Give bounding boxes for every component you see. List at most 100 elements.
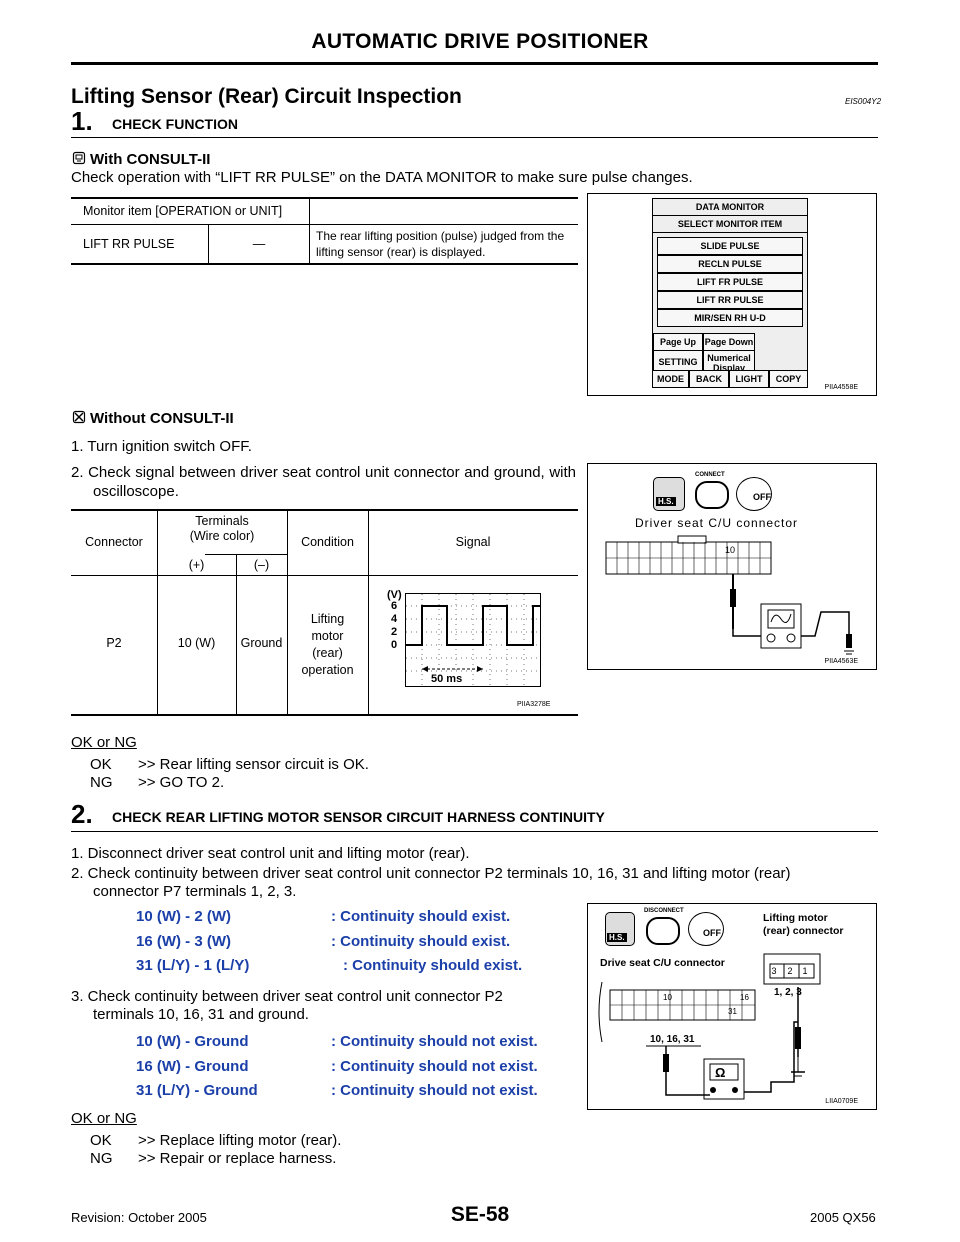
continuity2-pair: 10 (W) - Ground — [136, 1033, 249, 1050]
condition-line: motor — [311, 629, 344, 643]
cu-label: Drive seat C/U connector — [600, 957, 725, 969]
step1-substep-1: 1. Turn ignition switch OFF. — [71, 438, 252, 455]
cu-terms: 10, 16, 31 — [650, 1034, 695, 1045]
step1-rule — [71, 137, 878, 138]
hs-label: H.S. — [607, 933, 627, 942]
waveform-time: 50 ms — [429, 673, 465, 685]
continuity2-result: : Continuity should not exist. — [331, 1033, 538, 1050]
ohm-symbol: Ω — [715, 1065, 726, 1080]
back-button[interactable]: BACK — [689, 370, 729, 388]
continuity1-result: : Continuity should exist. — [331, 908, 511, 925]
connector-diagram-1 — [605, 535, 854, 655]
step1-ok-ng: OK or NG — [71, 734, 137, 751]
monitor-unit: — — [209, 225, 310, 263]
waveform-tick: 6 — [391, 600, 398, 612]
th-terminals: Terminals — [195, 514, 249, 528]
step2-ok-key: OK — [90, 1132, 112, 1149]
step1-title: CHECK FUNCTION — [112, 116, 238, 132]
ignition-off-icon — [736, 477, 772, 511]
step2-substep-2-cont: connector P7 terminals 1, 2, 3. — [93, 883, 297, 900]
monitor-desc: The rear lifting position (pulse) judged… — [316, 229, 565, 259]
connector-figure-2-code: LIIA0709E — [825, 1098, 858, 1105]
monitor-screen-subtitle: SELECT MONITOR ITEM — [653, 216, 807, 233]
continuity2-pair: 31 (L/Y) - Ground — [136, 1082, 258, 1099]
th-connector: Connector — [85, 535, 143, 549]
motor-label-1: Lifting motor — [763, 912, 828, 924]
off-label: OFF — [753, 492, 771, 502]
disconnect-label: DISCONNECT — [644, 908, 684, 914]
data-monitor-figure: DATA MONITOR SELECT MONITOR ITEM SLIDE P… — [587, 193, 877, 396]
page-up-button[interactable]: Page Up — [653, 333, 703, 351]
monitor-screen-title: DATA MONITOR — [653, 199, 807, 216]
with-consult-text: Check operation with “LIFT RR PULSE” on … — [71, 169, 693, 186]
mode-button[interactable]: MODE — [652, 370, 689, 388]
cu-pin-31: 31 — [728, 1007, 737, 1016]
condition-line: Lifting — [310, 612, 345, 626]
monitor-table-header: Monitor item [OPERATION or UNIT] — [71, 199, 310, 224]
monitor-screen: DATA MONITOR SELECT MONITOR ITEM SLIDE P… — [652, 198, 808, 374]
connector-diagram-2 — [598, 953, 821, 1100]
connector-label-1: Driver seat C/U connector — [635, 516, 799, 530]
with-consult-label: With CONSULT-II — [90, 151, 211, 168]
continuity2-result: : Continuity should not exist. — [331, 1082, 538, 1099]
hs-label: H.S. — [656, 497, 676, 506]
step2-ng-text: >> Repair or replace harness. — [138, 1150, 337, 1167]
continuity1-result: : Continuity should exist. — [343, 957, 523, 974]
td-plus: 10 (W) — [177, 636, 216, 650]
monitor-item-lift-fr[interactable]: LIFT FR PULSE — [657, 273, 803, 291]
td-condition: Lifting motor (rear) operation — [287, 611, 368, 679]
step1-ng-key: NG — [90, 774, 113, 791]
signal-table: Connector Terminals (Wire color) (+) (–)… — [71, 509, 578, 716]
step2-ng-key: NG — [90, 1150, 113, 1167]
section-title: Lifting Sensor (Rear) Circuit Inspection — [71, 85, 462, 108]
motor-pin: 1 — [802, 966, 808, 976]
monitor-item-lift-rr[interactable]: LIFT RR PULSE — [657, 291, 803, 309]
disconnect-icon — [646, 917, 680, 945]
page-header: AUTOMATIC DRIVE POSITIONER — [311, 30, 649, 53]
th-minus: (–) — [253, 558, 270, 572]
connect-icon — [695, 481, 729, 509]
cu-pin-10: 10 — [663, 993, 672, 1002]
connector-figure-2: H.S. DISCONNECT OFF Lifting motor (rear)… — [587, 903, 877, 1110]
continuity1-pair: 16 (W) - 3 (W) — [136, 933, 231, 950]
no-consult-icon — [72, 410, 86, 424]
step2-substep-3: 3. Check continuity between driver seat … — [71, 988, 503, 1005]
motor-pin: 3 — [771, 966, 777, 976]
step1-ok-key: OK — [90, 756, 112, 773]
continuity2-result: : Continuity should not exist. — [331, 1058, 538, 1075]
section-code: EIS004Y2 — [845, 97, 882, 106]
step2-number: 2. — [71, 799, 93, 829]
footer-revision: Revision: October 2005 — [71, 1210, 207, 1225]
th-wire-color: (Wire color) — [189, 529, 255, 543]
header-rule — [71, 62, 878, 65]
consult-icon — [72, 151, 86, 165]
monitor-item-slide[interactable]: SLIDE PULSE — [657, 237, 803, 255]
connect-label: CONNECT — [695, 472, 725, 478]
condition-line: (rear) — [312, 646, 343, 660]
ignition-off-icon — [688, 912, 724, 946]
cu-pin-16: 16 — [740, 993, 749, 1002]
waveform-figure: (V) 6 4 2 0 50 ms PIIA3278E — [387, 589, 577, 711]
th-condition: Condition — [301, 535, 354, 549]
page-down-button[interactable]: Page Down — [703, 333, 755, 351]
step2-substep-3-cont: terminals 10, 16, 31 and ground. — [93, 1006, 309, 1023]
monitor-table: Monitor item [OPERATION or UNIT] LIFT RR… — [71, 197, 578, 265]
footer-model: 2005 QX56 — [810, 1210, 876, 1225]
monitor-item-mir[interactable]: MIR/SEN RH U-D — [657, 309, 803, 327]
step2-rule — [71, 831, 878, 832]
light-button[interactable]: LIGHT — [729, 370, 769, 388]
td-minus: Ground — [240, 636, 283, 650]
waveform-plot — [405, 593, 541, 687]
monitor-figure-code: PIIA4558E — [824, 384, 858, 391]
copy-button[interactable]: COPY — [769, 370, 808, 388]
monitor-item-recln[interactable]: RECLN PULSE — [657, 255, 803, 273]
continuity1-pair: 10 (W) - 2 (W) — [136, 908, 231, 925]
td-connector: P2 — [106, 636, 122, 650]
step2-substep-2: 2. Check continuity between driver seat … — [71, 865, 791, 882]
step2-substep-1: 1. Disconnect driver seat control unit a… — [71, 845, 470, 862]
waveform-code: PIIA3278E — [517, 701, 551, 708]
footer-page-number: SE-58 — [450, 1203, 510, 1226]
connector-figure-1: H.S. CONNECT OFF Driver seat C/U connect… — [587, 463, 877, 670]
continuity1-result: : Continuity should exist. — [331, 933, 511, 950]
waveform-tick: 2 — [391, 626, 398, 638]
